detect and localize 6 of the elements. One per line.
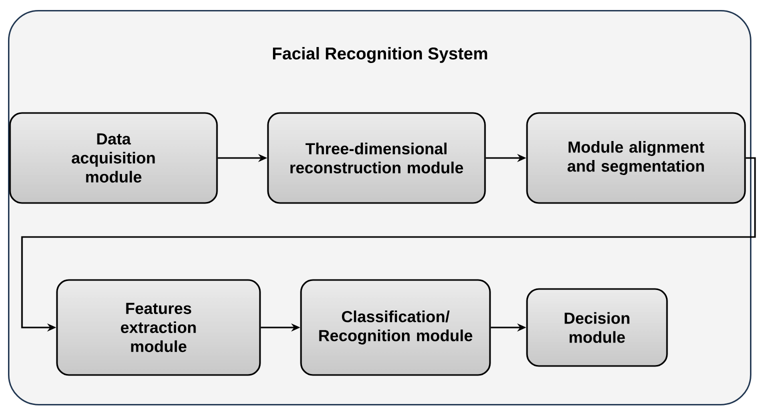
process-box: Module alignment and segmentation [526, 112, 746, 204]
process-box: Three-dimensional reconstruction module [267, 112, 486, 204]
process-box: Classification/ Recognition module [300, 279, 491, 376]
process-box: Data acquisition module [9, 112, 218, 204]
process-box: Features extraction module [56, 279, 261, 376]
process-box: Decision module [526, 288, 668, 367]
